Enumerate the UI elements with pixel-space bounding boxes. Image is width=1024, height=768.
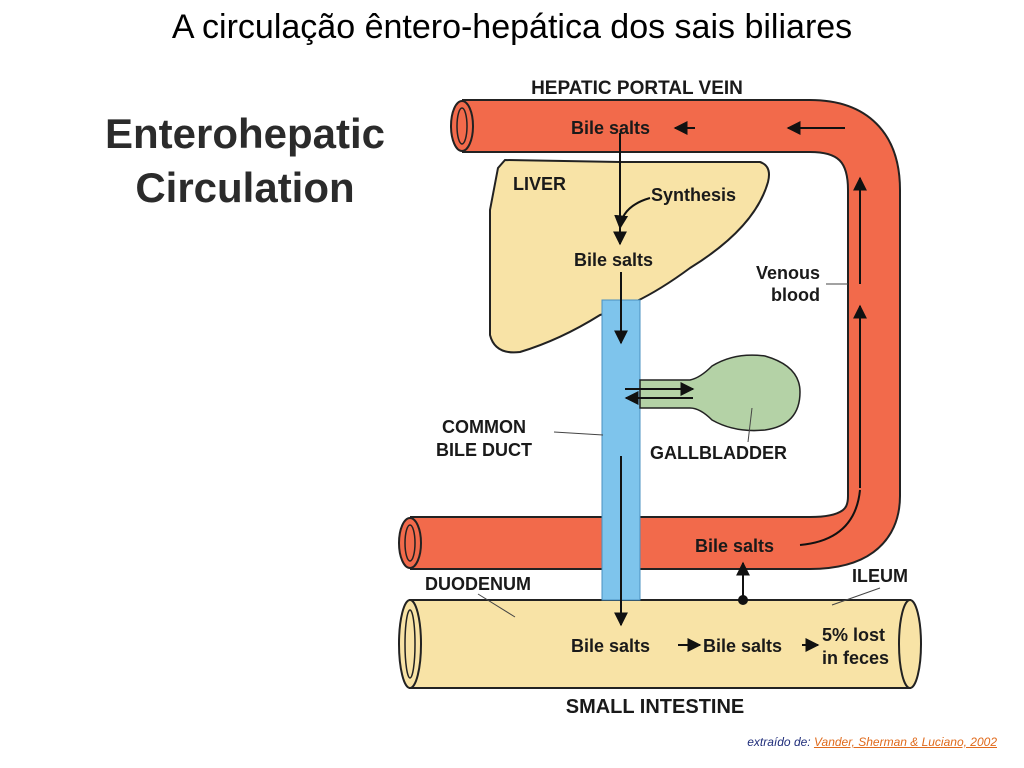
label-duodenum: DUODENUM <box>425 574 531 594</box>
label-gallbladder: GALLBLADDER <box>650 443 787 463</box>
leader-lines <box>477 283 881 618</box>
label-bile-duct: BILE DUCT <box>436 440 532 460</box>
label-small-intestine: SMALL INTESTINE <box>566 696 745 718</box>
label-common: COMMON <box>442 417 526 437</box>
label-ileum: ILEUM <box>852 566 908 586</box>
junction-dot <box>738 595 748 605</box>
flow-arrows <box>613 121 867 652</box>
slide-title: A circulação êntero-hepática dos sais bi… <box>171 8 853 46</box>
small-intestine <box>398 599 922 689</box>
label-feces: in feces <box>822 648 889 668</box>
hepatic-portal-vein <box>398 99 901 570</box>
vein-top-opening <box>450 100 474 152</box>
label-bile-salts-vein-lower: Bile salts <box>695 536 774 556</box>
label-blood: blood <box>771 285 820 305</box>
label-bile-salts-intestine-2: Bile salts <box>703 636 782 656</box>
source-credit: extraído de: Vander, Sherman & Luciano, … <box>747 735 997 749</box>
label-hepatic-portal-vein: HEPATIC PORTAL VEIN <box>531 78 743 99</box>
label-venous: Venous <box>756 263 820 283</box>
label-bile-salts-portal: Bile salts <box>571 118 650 138</box>
label-liver: LIVER <box>513 174 566 194</box>
liver <box>489 158 770 354</box>
diagram-heading-line1: Enterohepatic <box>105 110 385 157</box>
label-bile-salts-intestine-1: Bile salts <box>571 636 650 656</box>
label-lost: 5% lost <box>822 625 885 645</box>
credit-link[interactable]: Vander, Sherman & Luciano, 2002 <box>813 735 997 749</box>
diagram-heading-line2: Circulation <box>135 164 354 211</box>
label-bile-salts-liver: Bile salts <box>574 250 653 270</box>
gallbladder <box>639 354 801 432</box>
vein-bottom-opening <box>398 517 422 569</box>
label-synthesis: Synthesis <box>651 185 736 205</box>
credit-prefix: extraído de: <box>747 735 811 749</box>
